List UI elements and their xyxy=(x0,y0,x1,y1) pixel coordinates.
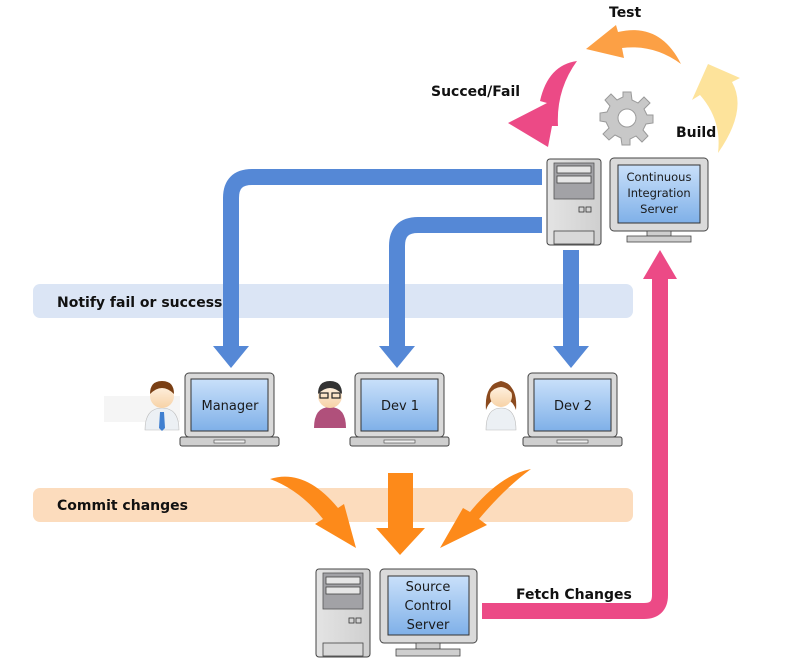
build-label: Build xyxy=(676,125,716,141)
result-arrow xyxy=(508,61,577,147)
commit-arrows xyxy=(270,469,531,555)
manager-avatar-icon xyxy=(104,381,180,431)
commit-arrow-left xyxy=(270,476,356,548)
ci-server-label-line-3: Server xyxy=(640,202,678,216)
workstation-dev2: Dev 2 xyxy=(522,372,623,447)
laptop-label-manager: Manager xyxy=(202,399,260,414)
dev2-avatar-icon xyxy=(485,381,517,431)
notify-arrowhead-dev1 xyxy=(379,346,415,368)
commit-arrow-center xyxy=(376,473,425,555)
workstation-dev1: Dev 1 xyxy=(349,372,450,447)
result-label: Succed/Fail xyxy=(431,84,520,100)
source-server-label-line-2: Control xyxy=(405,599,452,614)
dev1-avatar-icon xyxy=(314,381,346,428)
notify-band: Notify fail or success xyxy=(33,284,633,318)
source-server-label-line-3: Server xyxy=(407,618,450,633)
notify-arrowhead-dev2 xyxy=(553,346,589,368)
workstation-manager: Manager xyxy=(179,372,280,447)
test-label: Test xyxy=(609,5,642,21)
ci-server-tower xyxy=(546,158,602,246)
gear-icon xyxy=(599,91,654,146)
commit-arrow-right xyxy=(440,469,531,548)
laptop-label-dev2: Dev 2 xyxy=(554,399,592,414)
fetch-arrow xyxy=(482,250,677,619)
notify-arrow-dev1 xyxy=(389,217,542,346)
ci-server-label-line-2: Integration xyxy=(627,186,690,200)
source-server-label-line-1: Source xyxy=(406,580,451,595)
test-arrow xyxy=(586,25,681,64)
commit-band-label: Commit changes xyxy=(57,498,188,514)
ci-server-label-line-1: Continuous xyxy=(627,170,692,184)
notify-arrows xyxy=(223,169,579,346)
source-server-monitor: Source Control Server xyxy=(379,568,478,657)
build-arrow xyxy=(692,64,740,153)
ci-server-monitor: Continuous Integration Server xyxy=(609,157,709,243)
notify-arrow-manager xyxy=(223,169,542,346)
laptop-label-dev1: Dev 1 xyxy=(381,399,419,414)
notify-band-label: Notify fail or success xyxy=(57,295,222,311)
source-server-tower xyxy=(315,568,371,658)
notify-arrowhead-manager xyxy=(213,346,249,368)
fetch-label: Fetch Changes xyxy=(516,587,632,603)
